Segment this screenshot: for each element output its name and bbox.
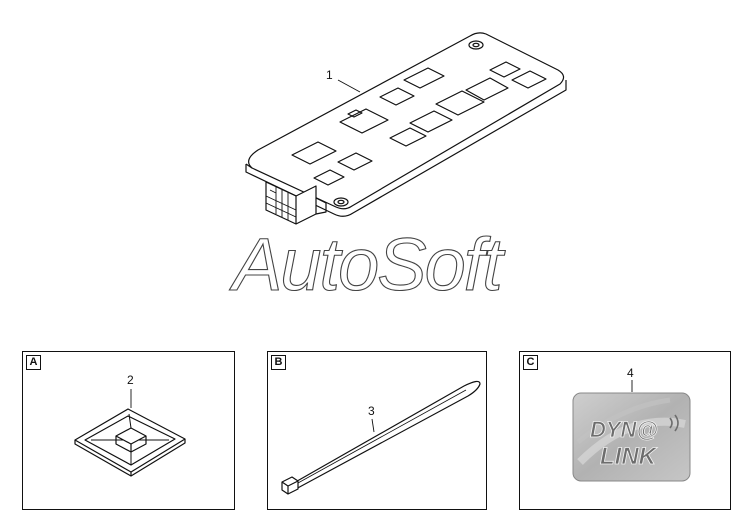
callout-4: 4 <box>627 366 634 380</box>
panel-a: A 2 <box>22 351 235 510</box>
dynalink-badge-icon: DYN@ LINK <box>572 380 691 482</box>
cable-tie-mount-icon <box>74 389 186 477</box>
panel-c-letter: C <box>523 355 538 370</box>
callout-1: 1 <box>326 68 333 82</box>
panel-b-letter: B <box>271 355 286 370</box>
signal-waves-icon <box>669 414 679 432</box>
panel-a-letter: A <box>26 355 41 370</box>
badge-line-2: LINK <box>600 443 658 470</box>
badge-line-1: DYN@ <box>590 417 658 442</box>
callout-2: 2 <box>127 373 134 387</box>
panel-b: B 3 <box>267 351 487 510</box>
callout-3: 3 <box>368 404 375 418</box>
svg-text:AutoSoft: AutoSoft <box>229 223 506 306</box>
cable-tie-icon <box>281 380 481 495</box>
panel-c: C 4 DYN@ LINK <box>519 351 731 510</box>
